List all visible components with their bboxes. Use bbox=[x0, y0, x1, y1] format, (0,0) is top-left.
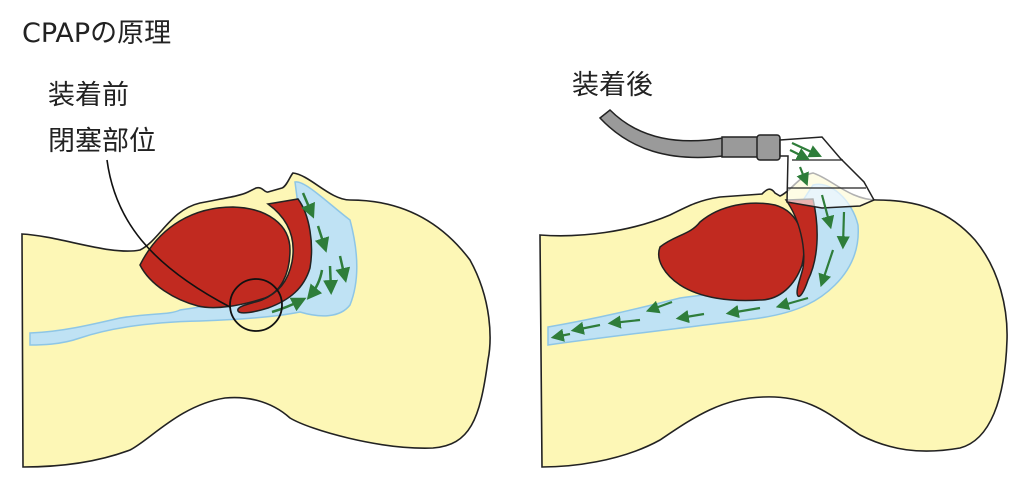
after-label: 装着後 bbox=[572, 70, 653, 101]
mask-elbow bbox=[779, 136, 876, 209]
tongue-before bbox=[139, 206, 291, 309]
tube-connector-end bbox=[756, 134, 781, 161]
diagram-title: CPAPの原理 bbox=[22, 18, 172, 49]
obstruction-circle bbox=[229, 278, 283, 332]
before-label: 装着前 bbox=[48, 80, 129, 111]
tube-connector bbox=[721, 136, 763, 158]
pointer-line bbox=[106, 159, 231, 308]
tongue-after bbox=[658, 202, 805, 302]
airflow-arrows-after bbox=[550, 142, 850, 342]
soft-palate-after bbox=[784, 198, 818, 298]
head-outline-before bbox=[21, 172, 491, 468]
before-panel bbox=[21, 159, 491, 468]
airflow-arrows-before bbox=[271, 192, 351, 314]
cpap-tube bbox=[598, 108, 724, 159]
soft-palate-before bbox=[237, 198, 313, 314]
obstruction-site-label: 閉塞部位 bbox=[48, 126, 156, 157]
head-outline-after bbox=[539, 172, 1008, 468]
after-panel bbox=[539, 108, 1008, 468]
